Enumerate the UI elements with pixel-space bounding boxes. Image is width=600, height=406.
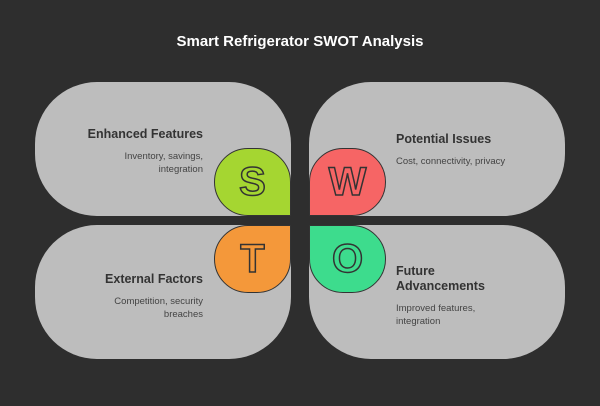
weaknesses-desc: Cost, connectivity, privacy <box>396 156 506 167</box>
threats-heading: External Factors <box>105 272 203 286</box>
weaknesses-heading: Potential Issues <box>396 132 492 146</box>
opportunities-heading: Future Advancements <box>396 264 485 293</box>
threats-text: External Factors Competition, security b… <box>35 272 203 321</box>
weaknesses-text: Potential Issues Cost, connectivity, pri… <box>396 132 566 168</box>
strengths-petal-icon: S <box>214 148 291 216</box>
opportunities-petal-icon: O <box>309 225 386 293</box>
diagram-title: Smart Refrigerator SWOT Analysis <box>176 33 424 50</box>
opportunities-desc: Improved features, integration <box>396 303 476 327</box>
strengths-desc: Inventory, savings, integration <box>124 151 203 175</box>
strengths-text: Enhanced Features Inventory, savings, in… <box>35 127 203 176</box>
threats-petal-icon: T <box>214 225 291 293</box>
opportunities-text: Future Advancements Improved features, i… <box>396 264 506 328</box>
threats-desc: Competition, security breaches <box>114 296 203 320</box>
strengths-heading: Enhanced Features <box>87 127 203 141</box>
weaknesses-petal-icon: W <box>309 148 386 216</box>
